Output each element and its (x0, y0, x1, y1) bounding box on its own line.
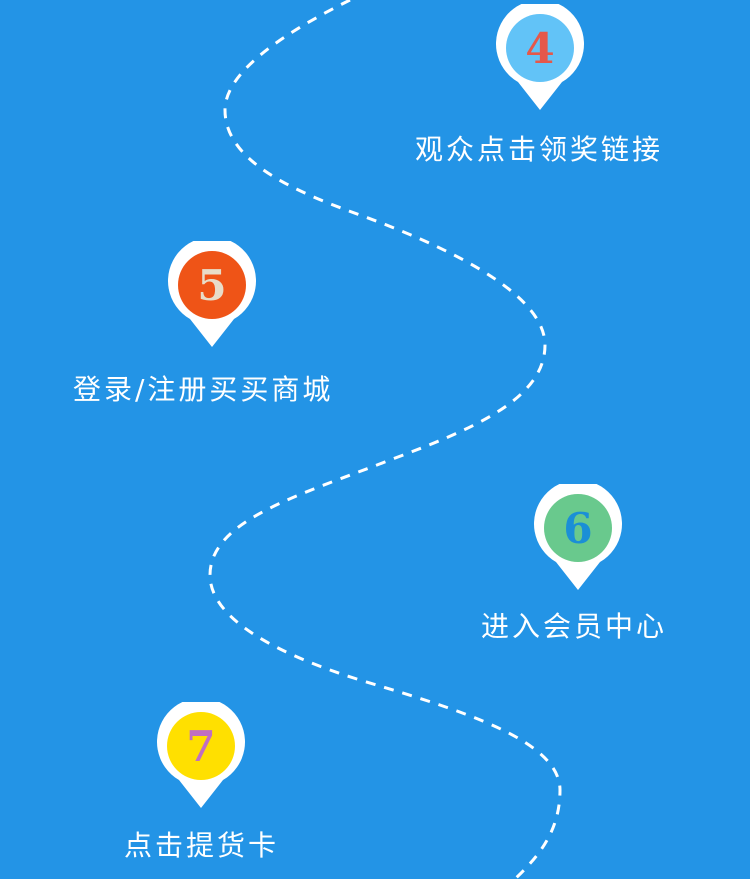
step-7-number: 7 (186, 721, 216, 771)
step-6-label: 进入会员中心 (481, 610, 668, 643)
step-6-number: 6 (563, 503, 593, 553)
step-6-pin: 6 (534, 484, 622, 592)
step-4-number: 4 (525, 23, 555, 73)
step-4-label: 观众点击领奖链接 (415, 133, 664, 166)
step-5-number: 5 (197, 260, 227, 310)
step-5-pin: 5 (168, 241, 256, 349)
step-7-pin: 7 (157, 702, 245, 810)
step-7-label: 点击提货卡 (124, 829, 280, 862)
step-5-label: 登录/注册买买商城 (73, 373, 334, 406)
step-4-pin: 4 (496, 4, 584, 112)
